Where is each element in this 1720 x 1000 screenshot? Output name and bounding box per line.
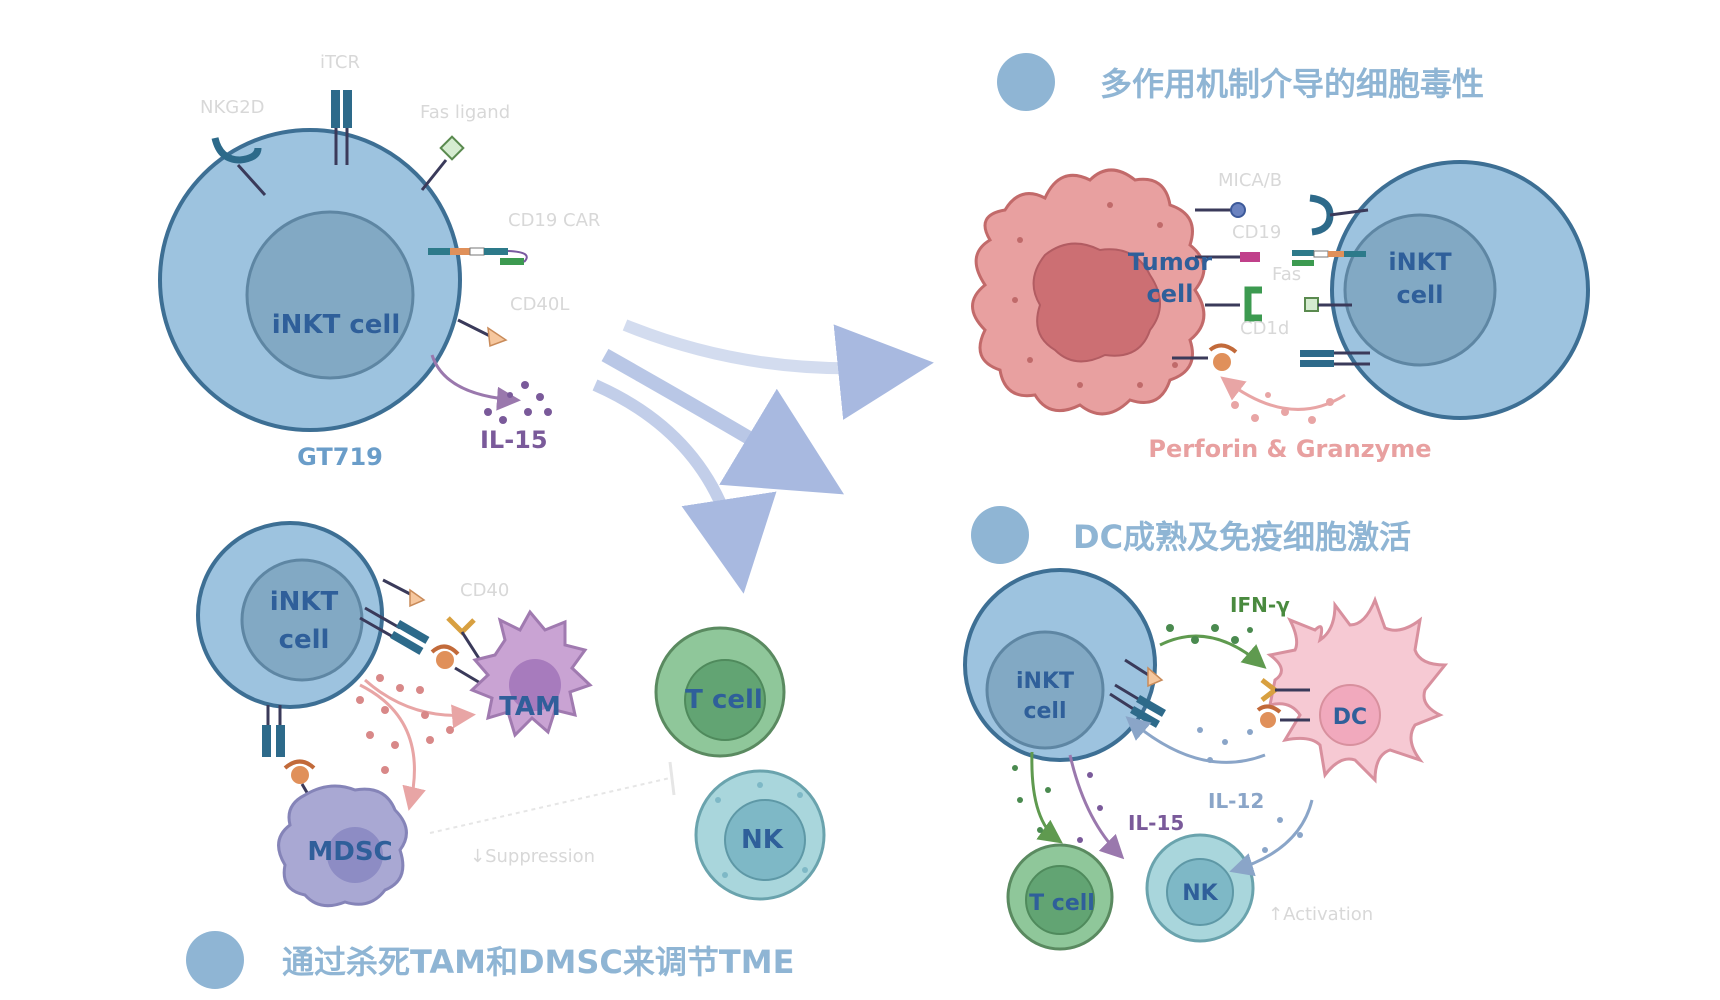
cytotox-heading: 多作用机制介导的细胞毒性 [1100,65,1484,103]
mica-ligand-icon [1195,202,1246,218]
cd1d-icon [1205,286,1262,322]
mdsc-nucleus [327,827,383,883]
dc-heading: DC成熟及免疫细胞激活 [1073,518,1411,556]
label-tam: TAM [499,692,561,722]
arrow-to-cytotox [622,319,934,420]
cytotox-panel: 多作用机制介导的细胞毒性 [971,53,1590,463]
cd40l-icon-tme [382,578,426,608]
inkt-cell-nucleus-dc [985,630,1105,750]
tam-kill-arrow [364,678,476,729]
label-inkt-1-dc: iNKT [1016,669,1074,694]
label-cd19: CD19 [1232,222,1281,243]
tumor-nucleus [1032,242,1161,363]
il12-arrow [1125,716,1266,764]
cd40-icon-dc [1260,678,1310,702]
label-nkg2d: NKG2D [200,97,265,118]
label-inkt-1: iNKT [1388,248,1452,276]
tumor-speckles [1012,202,1178,388]
heading-bullet [997,53,1055,111]
label-dc: DC [1333,705,1367,730]
label-cd40: CD40 [460,580,509,601]
itcr-icon-mdsc [262,705,285,757]
label-itcr: iTCR [320,52,360,73]
label-ifn: IFN-γ [1230,593,1290,617]
tam-nucleus [509,659,561,711]
label-il12-dc: IL-12 [1208,789,1264,813]
nk-nucleus-dc [1166,858,1234,926]
label-cd1d: CD1d [1240,318,1289,339]
flow-arrows [592,319,934,594]
label-il15: IL-15 [480,426,548,454]
nkg2d-receptor-icon [211,137,267,197]
label-suppression: ↓Suppression [470,846,595,867]
cd19-car-icon [428,247,528,265]
il15-dots [484,381,552,424]
fas-receptor-icon [1172,343,1238,371]
cd40-icon-tme [446,616,482,661]
cd19-car-icon-cytotox [1292,250,1366,266]
label-cd40l: CD40L [510,294,569,315]
label-inkt-2-dc: cell [1023,699,1066,724]
dc-nucleus [1319,684,1381,746]
label-inkt-2: cell [1397,281,1444,309]
perforin-dots [1231,392,1334,424]
label-cd19-car: CD19 CAR [508,210,600,231]
nk-activation-arrow [1229,799,1314,877]
tcell-nucleus-tme [684,659,766,741]
inkt-cell-nucleus-tme [240,558,364,682]
label-fas: Fas [1272,264,1301,285]
label-mdsc: MDSC [307,837,392,867]
suppression-line [429,761,676,834]
inkt-cell-nucleus-cytotox [1343,213,1497,367]
fas-ligand-icon-cytotox [1304,297,1352,312]
il15-dots-dc [1012,765,1303,853]
label-inkt-cell: iNKT cell [272,310,400,340]
perforin-arrow [1220,376,1346,411]
dc-panel: DC成熟及免疫细胞激活 [963,506,1449,951]
cd40l-icon-dc [1124,658,1164,688]
nk-il15-arrow [1068,754,1125,860]
label-mica: MICA/B [1218,170,1282,191]
label-inkt-1-tme: iNKT [270,587,339,617]
tme-panel: iNKT cell CD40 TAM T cell NK MDSC ↓Suppr… [186,521,826,989]
cd1d-icon-dc [1256,704,1310,728]
label-activation: ↑Activation [1268,904,1373,925]
ifn-arrow [1159,634,1267,669]
label-tumor-1: Tumor [1128,248,1212,276]
tcell-activation-arrow [1030,751,1063,844]
label-tumor-2: cell [1147,280,1194,308]
label-tcell-dc: T cell [1029,891,1095,916]
nk-nucleus-tme [724,799,806,881]
il15-secretion-arrow [430,354,521,411]
itcr-icon-tme [359,606,430,655]
label-nk-tme: NK [741,825,784,855]
itcr-icon-cytotox [1300,350,1370,367]
itcr-receptor-icon [331,90,352,165]
inkt-cell-nucleus [245,210,415,380]
label-perforin: Perforin & Granzyme [1148,435,1431,463]
mdsc-kill-arrow [359,683,426,811]
ifn-dots [1166,624,1253,644]
label-tcell-tme: T cell [685,685,763,715]
nkg2d-receptor-icon-cytotox [1309,194,1369,236]
heading-bullet [186,931,244,989]
arrow-to-tme [592,379,777,594]
label-inkt-2-tme: cell [279,625,330,655]
label-gt719: GT719 [297,443,383,471]
label-fas-ligand: Fas ligand [420,102,510,123]
label-il15-dc: IL-15 [1128,811,1184,835]
kill-dots [356,674,454,774]
heading-bullet [971,506,1029,564]
arrow-to-dc [601,348,845,495]
tme-heading: 通过杀死TAM和DMSC来调节TME [282,943,794,981]
il12-dots [1197,727,1253,763]
nk-granules [715,782,808,878]
cd40l-icon [457,318,508,348]
fas-ligand-icon [420,135,465,191]
label-nk-dc: NK [1182,881,1218,906]
gt719-panel: iTCR NKG2D Fas ligand CD19 CAR CD40L iNK… [158,52,600,471]
cd19-icon [1195,252,1260,262]
tcell-nucleus-dc [1025,865,1095,935]
